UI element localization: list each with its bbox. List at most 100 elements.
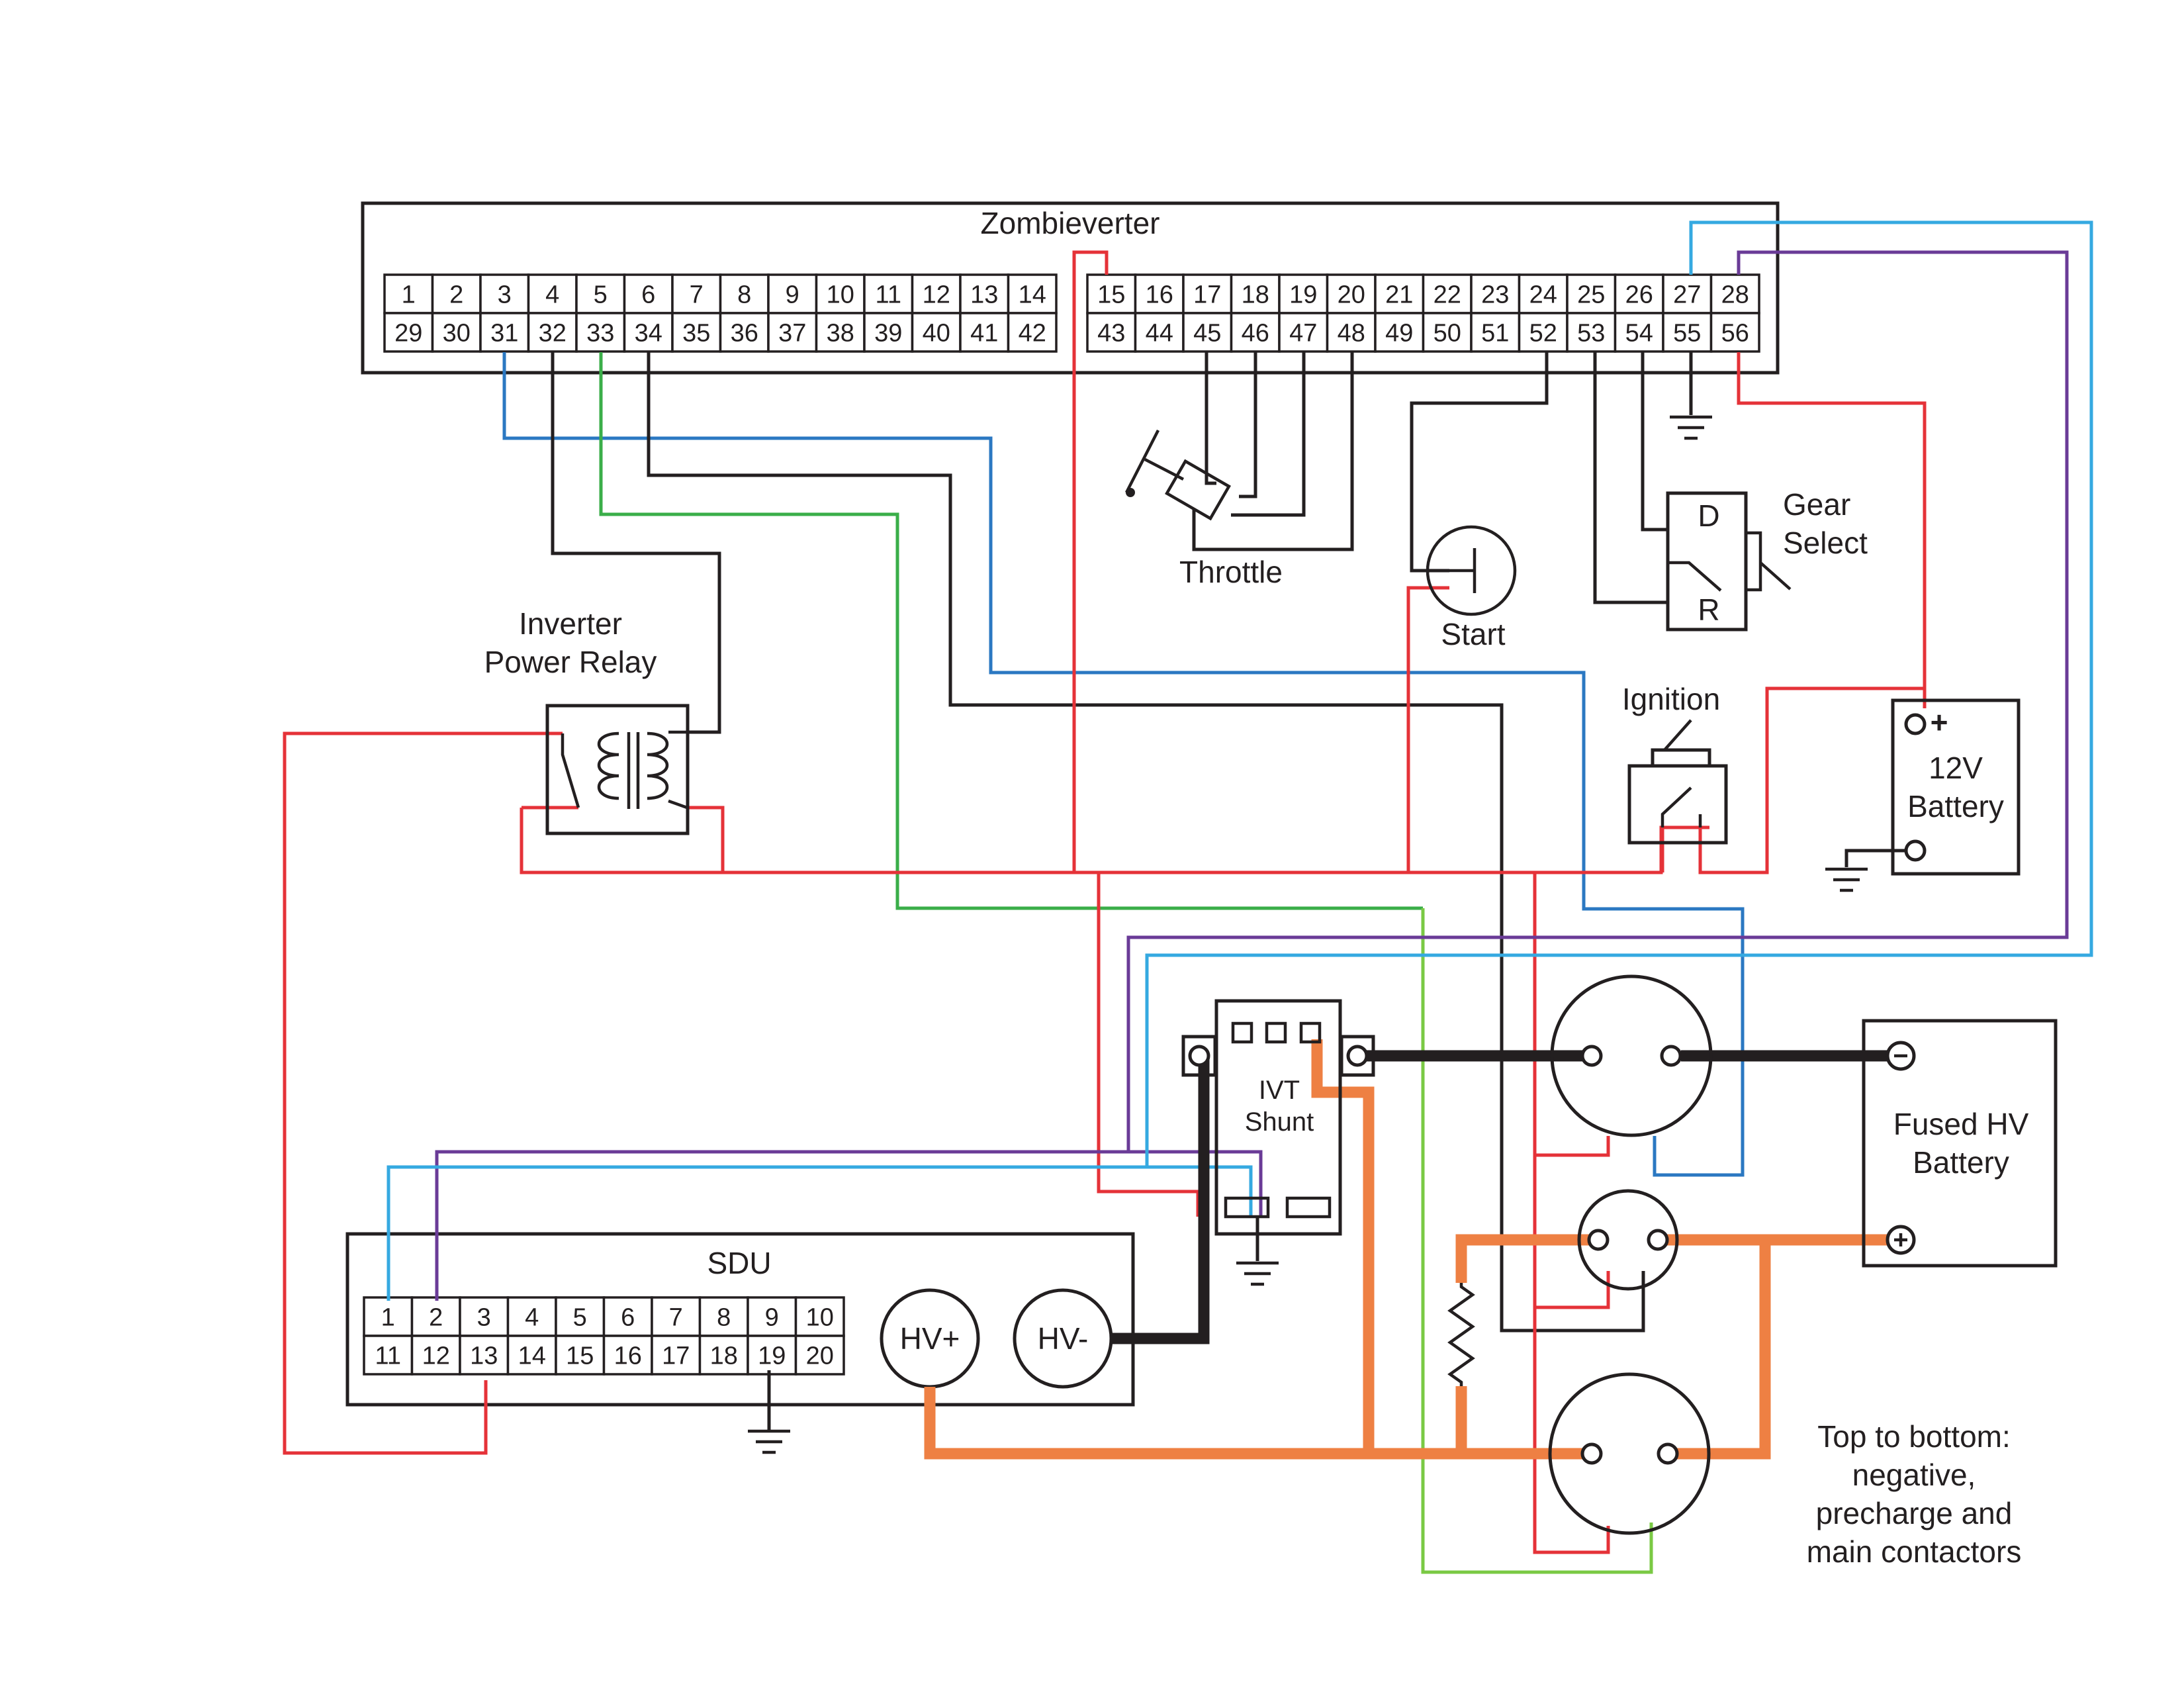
connector-pin-cell bbox=[623, 273, 674, 314]
wire-red-contactor-neg bbox=[1533, 872, 1610, 1157]
connector-pin-label: 24 bbox=[1529, 281, 1557, 309]
throttle-body bbox=[1165, 459, 1231, 521]
connector-pin-cell bbox=[863, 273, 914, 314]
connector-pin-label: 7 bbox=[690, 281, 704, 309]
shunt-signal-connector bbox=[1224, 1196, 1270, 1219]
start-label: Start bbox=[1441, 617, 1505, 651]
connector-pin-label: 29 bbox=[394, 320, 422, 348]
sdu-body bbox=[345, 1232, 1135, 1407]
connector-pin-label: 1 bbox=[402, 281, 416, 309]
connector-pin-label: 54 bbox=[1625, 320, 1653, 348]
connector-pin-label: 49 bbox=[1385, 320, 1413, 348]
wire-main-contactor-green bbox=[1421, 908, 1653, 1574]
shunt-terminal-right-bolt bbox=[1346, 1045, 1369, 1067]
main-contactor-body bbox=[1548, 1372, 1711, 1535]
wire-throttle-pin47 bbox=[1231, 352, 1306, 517]
connector-pin-label: 17 bbox=[1193, 281, 1221, 309]
wire-red-bus bbox=[520, 808, 1709, 874]
connector-pin-label: 20 bbox=[806, 1342, 834, 1370]
start-circle bbox=[1426, 525, 1517, 616]
connector-pin-label: 37 bbox=[778, 320, 806, 348]
shunt-terminal-left-bolt bbox=[1188, 1045, 1210, 1067]
connector-pin-cell bbox=[602, 1335, 653, 1376]
connector-pin-cell bbox=[575, 312, 626, 353]
connector-pin-label: 3 bbox=[477, 1304, 491, 1332]
battery-12v-body bbox=[1891, 698, 2021, 876]
start-button: Start bbox=[1426, 525, 1517, 651]
connector-pin-label: 12 bbox=[923, 281, 950, 309]
connector-pin-label: 33 bbox=[586, 320, 614, 348]
ignition-key bbox=[1663, 719, 1692, 751]
shunt-port-1 bbox=[1231, 1021, 1253, 1044]
connector-pin-label: 13 bbox=[470, 1342, 498, 1370]
precharge-resistor bbox=[1447, 1283, 1475, 1386]
connector-pin-label: 10 bbox=[827, 281, 854, 309]
wire-throttle-pin48 bbox=[1192, 352, 1354, 551]
relay-body bbox=[545, 704, 690, 835]
connector-pin-cell bbox=[959, 312, 1010, 353]
connector-pin-label: 7 bbox=[669, 1304, 683, 1332]
sdu-hv-minus-label: HV- bbox=[1038, 1321, 1089, 1356]
wire-pin34-precharge bbox=[647, 352, 1645, 1333]
throttle-pedal-arm bbox=[1144, 458, 1185, 481]
connector-pin-label: 2 bbox=[449, 281, 463, 309]
hv-battery-label-line1: Fused HV bbox=[1893, 1107, 2029, 1141]
shunt-label-line1: IVT bbox=[1259, 1076, 1300, 1105]
connector-pin-label: 46 bbox=[1242, 320, 1269, 348]
connector-pin-label: 44 bbox=[1146, 320, 1173, 348]
connector-pin-label: 4 bbox=[525, 1304, 539, 1332]
connector-pin-label: 45 bbox=[1193, 320, 1221, 348]
main-contactor bbox=[1548, 1372, 1711, 1535]
connector-pin-cell bbox=[506, 1296, 557, 1337]
connector-pin-label: 52 bbox=[1529, 320, 1557, 348]
wire-purple-pin28 bbox=[1126, 250, 2069, 1217]
connector-pin-label: 1 bbox=[381, 1304, 395, 1332]
connector-pin-label: 4 bbox=[545, 281, 559, 309]
zombieverter-body bbox=[361, 201, 1780, 375]
gear-d-label: D bbox=[1698, 498, 1719, 533]
shunt-port-2 bbox=[1265, 1021, 1287, 1044]
hv-cable-shunt-sense bbox=[1311, 1039, 1375, 1454]
wire-red-pin56-battery bbox=[1737, 352, 1927, 708]
connector-pin-cell bbox=[1374, 312, 1425, 353]
main-contactor-terminal-left bbox=[1580, 1442, 1603, 1465]
ground-symbol-12v-battery bbox=[1825, 867, 1868, 892]
main-contactor-terminal-right bbox=[1657, 1442, 1679, 1465]
note-line3: precharge and bbox=[1816, 1496, 2013, 1530]
wire-red-ignition-battery bbox=[1698, 686, 1926, 874]
connector-pin-label: 19 bbox=[758, 1342, 786, 1370]
connector-pin-label: 2 bbox=[429, 1304, 443, 1332]
throttle-pedal bbox=[1124, 429, 1160, 494]
shunt-aux-connector bbox=[1285, 1196, 1332, 1219]
wire-start-pin52 bbox=[1410, 352, 1549, 573]
connector-pin-cell bbox=[1134, 273, 1185, 314]
connector-pin-label: 38 bbox=[827, 320, 854, 348]
precharge-contactor-terminal-left bbox=[1587, 1229, 1610, 1251]
connector-pin-cell bbox=[1566, 312, 1617, 353]
connector-pin-cell bbox=[767, 273, 818, 314]
ignition-switch-contact bbox=[1661, 786, 1692, 827]
battery-12v-positive-terminal bbox=[1904, 713, 1927, 735]
hv-cable-sdu-plus bbox=[924, 1387, 1592, 1460]
gear-r-label: R bbox=[1698, 592, 1719, 627]
connector-pin-label: 51 bbox=[1481, 320, 1509, 348]
connector-pin-cell bbox=[527, 273, 578, 314]
connector-pin-cell bbox=[555, 1296, 606, 1337]
connector-pin-cell bbox=[1326, 312, 1377, 353]
connector-pin-cell bbox=[1662, 273, 1713, 314]
battery-12v-label-line2: Battery bbox=[1907, 789, 2004, 823]
wire-red-relay-right bbox=[687, 806, 725, 872]
ground-symbol-sdu bbox=[748, 1370, 790, 1454]
connector-pin-label: 5 bbox=[573, 1304, 587, 1332]
connector-pin-label: 14 bbox=[1019, 281, 1046, 309]
connector-pin-label: 35 bbox=[682, 320, 710, 348]
connector-pin-cell bbox=[410, 1335, 461, 1376]
connector-pin-label: 28 bbox=[1721, 281, 1749, 309]
connector-pin-label: 8 bbox=[737, 281, 751, 309]
gear-lever bbox=[1759, 561, 1792, 590]
